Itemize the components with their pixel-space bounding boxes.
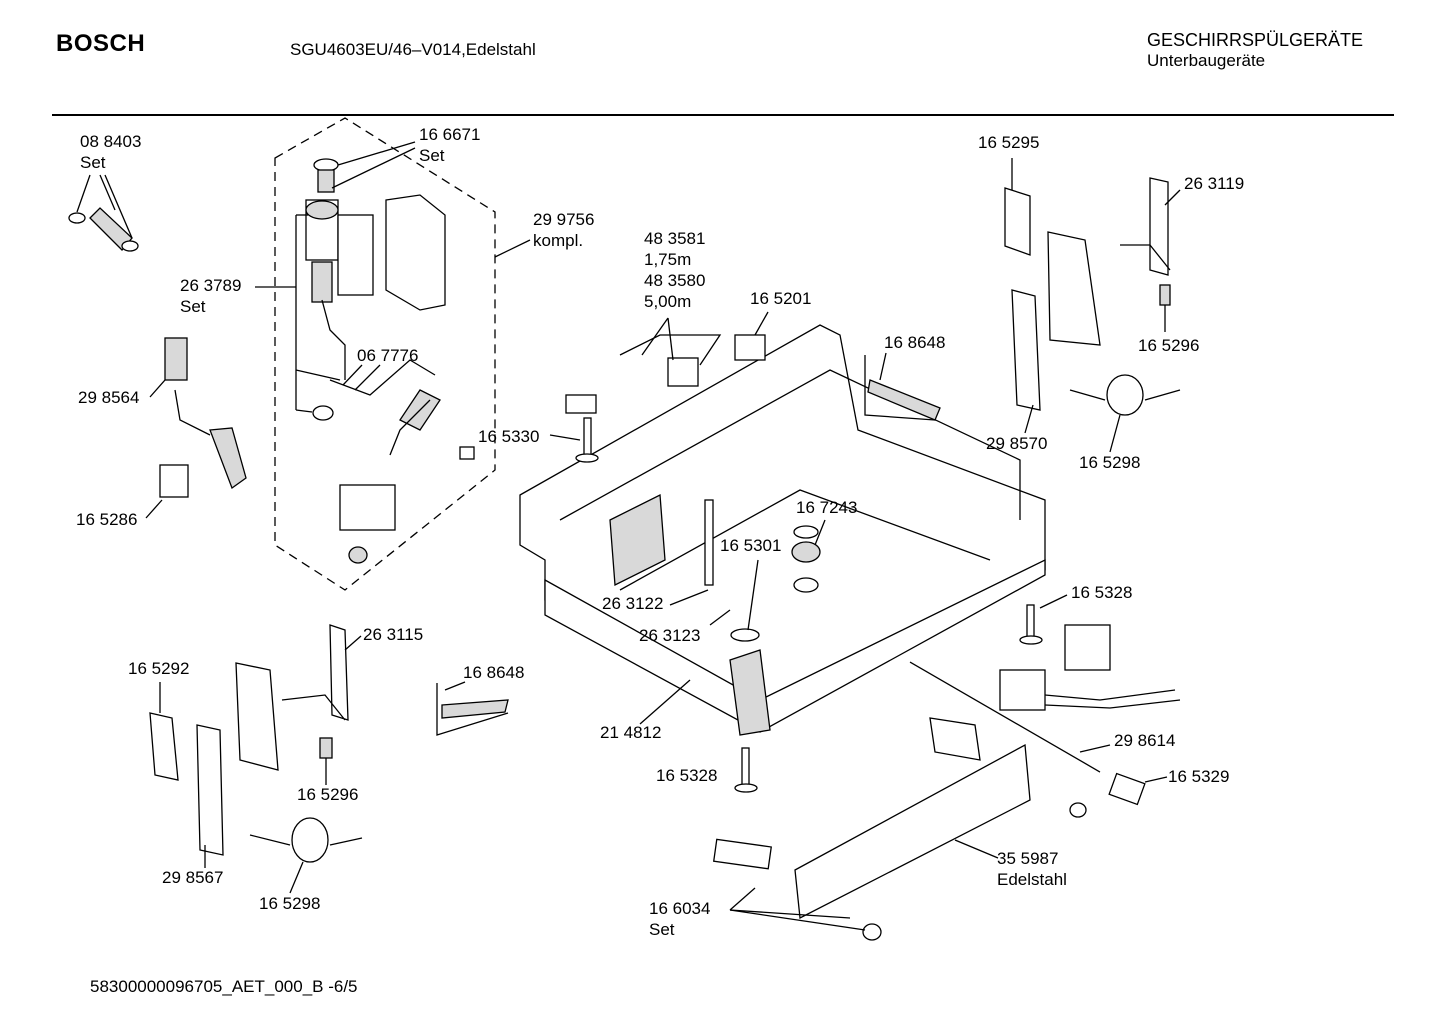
part-label-263115: 26 3115 [363, 625, 424, 644]
part-label-298614: 29 8614 [1114, 731, 1176, 750]
base-frame-drawing [519, 324, 1046, 736]
part-label-263123: 26 3123 [639, 626, 701, 645]
assembly-group-frame [274, 117, 496, 591]
appliance-subcategory: Unterbaugeräte [1147, 51, 1266, 70]
side-bracket-left-drawing [149, 624, 509, 863]
drain-hose-drawing [164, 337, 247, 490]
part-label-165328-right: 16 5328 [1071, 583, 1133, 602]
part-label-165295: 16 5295 [978, 133, 1040, 152]
part-label-165329: 16 5329 [1168, 767, 1230, 786]
part-label-214812: 21 4812 [600, 723, 662, 742]
part-label-298564: 29 8564 [78, 388, 140, 407]
part-label-165298-left: 16 5298 [259, 894, 321, 913]
header-divider [52, 114, 1394, 116]
front-panel-drawing [712, 717, 1087, 941]
part-label-263119: 26 3119 [1184, 174, 1245, 193]
part-label-165201: 16 5201 [750, 289, 812, 308]
cable-harness-drawing [909, 604, 1181, 806]
cable-connector-drawing [619, 334, 766, 387]
part-label-165301: 16 5301 [720, 536, 782, 555]
part-label-298567: 29 8567 [162, 868, 224, 887]
valve-pump-assembly-drawing [305, 158, 475, 564]
screw-drawing [575, 417, 599, 463]
part-label-167243: 16 7243 [796, 498, 858, 517]
connector-block-drawing [565, 394, 597, 414]
model-number: SGU4603EU/46–V014,Edelstahl [290, 40, 536, 59]
part-label-165328-bottom: 16 5328 [656, 766, 718, 785]
appliance-category: GESCHIRRSPÜLGERÄTE [1147, 30, 1364, 50]
part-label-263122: 26 3122 [602, 594, 664, 613]
leader-lines [76, 141, 1181, 931]
part-label-165298-right: 16 5298 [1079, 453, 1141, 472]
part-label-168648-bottom: 16 8648 [463, 663, 525, 682]
document-id: 58300000096705_AET_000_B -6/5 [90, 977, 358, 996]
part-label-168648-top: 16 8648 [884, 333, 946, 352]
brand-logo: BOSCH [56, 30, 146, 57]
part-label-165286: 16 5286 [76, 510, 138, 529]
part-label-165296-right: 16 5296 [1138, 336, 1200, 355]
part-label-165292: 16 5292 [128, 659, 190, 678]
bottom-screw-drawing [734, 747, 758, 793]
part-label-298570: 29 8570 [986, 434, 1048, 453]
part-label-165330: 16 5330 [478, 427, 540, 446]
spring-bracket-drawing [864, 355, 941, 421]
part-label-165296-left: 16 5296 [297, 785, 359, 804]
part-label-067776: 06 7776 [357, 346, 419, 365]
side-bracket-right-drawing [1004, 177, 1181, 416]
clip-drawing [159, 464, 189, 498]
